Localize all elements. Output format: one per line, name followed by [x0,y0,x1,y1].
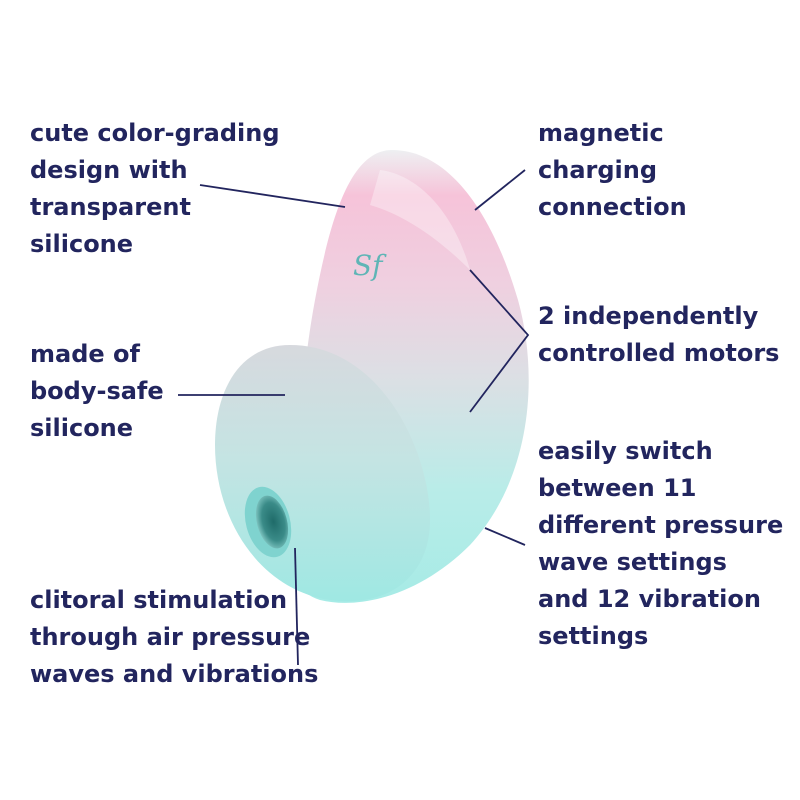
callout-stimulation-line: through air pressure [30,623,311,651]
callout-settings-line: settings [538,622,649,650]
leader-line-design [199,184,346,208]
callout-material-line: made of [30,340,140,368]
leader-line-motors [469,269,530,413]
callout-charging-line: magnetic [538,119,664,147]
callout-settings-line: easily switch [538,437,713,465]
callout-motors-line: 2 independently [538,302,759,330]
callout-settings-line: and 12 vibration [538,585,761,613]
callout-material: made of body-safe silicone [30,336,164,447]
callout-design-line: transparent [30,193,191,221]
callout-material-line: silicone [30,414,134,442]
leader-line-settings [484,527,526,546]
callout-settings-line: different pressure [538,511,784,539]
callout-stimulation-line: clitoral stimulation [30,586,288,614]
callout-motors-line: controlled motors [538,339,780,367]
leader-line-charging [474,169,526,211]
callout-settings: easily switch between 11 different press… [538,433,783,655]
brand-logo: Sf [353,249,387,282]
callout-motors: 2 independently controlled motors [538,298,779,372]
callout-charging-line: charging [538,156,658,184]
callout-charging-line: connection [538,193,687,221]
callout-design-line: silicone [30,230,134,258]
callout-design: cute color-grading design with transpare… [30,115,280,263]
callout-charging: magnetic charging connection [538,115,687,226]
callout-material-line: body-safe [30,377,164,405]
callout-stimulation-line: waves and vibrations [30,660,319,688]
callout-design-line: cute color-grading [30,119,280,147]
callout-stimulation: clitoral stimulation through air pressur… [30,582,318,693]
leader-line-stimulation [294,547,299,666]
callout-settings-line: between 11 [538,474,697,502]
leader-lines [178,169,530,666]
callout-design-line: design with [30,156,188,184]
callout-settings-line: wave settings [538,548,727,576]
